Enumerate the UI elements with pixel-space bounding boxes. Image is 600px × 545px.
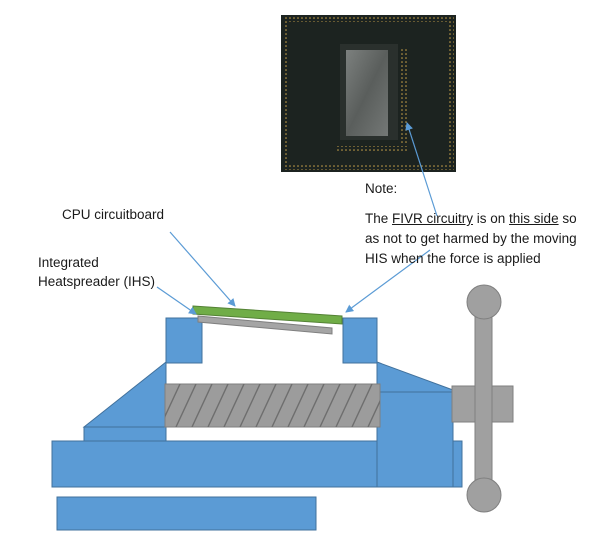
screw-threads (165, 384, 380, 427)
note-line1-suffix: so (558, 211, 577, 226)
right-jaw (342, 317, 378, 364)
note-this-side: this side (509, 211, 559, 226)
vise-base (56, 496, 317, 531)
handle-knob-top (466, 284, 502, 320)
handle-bar (474, 301, 493, 501)
note-line3: HIS when the force is applied (365, 251, 541, 266)
arrow-ihs (156, 286, 197, 315)
note-line1-prefix: The (365, 211, 393, 226)
cpu-pads-left (283, 22, 288, 165)
arrow-circuitboard (169, 231, 236, 307)
handle-knob-bottom (466, 477, 502, 513)
vise-screw (164, 383, 381, 428)
cpu-circuitboard-label: CPU circuitboard (62, 207, 165, 222)
cpu-pads-right (449, 22, 454, 165)
left-jaw-foot (83, 426, 167, 442)
right-jaw-brace (376, 318, 454, 393)
left-jaw (165, 317, 203, 364)
arrow-fivr-vise (345, 249, 431, 313)
right-jaw-block (376, 391, 454, 488)
ihs-label-line2: Heatspreader (IHS) (38, 274, 156, 289)
note-line2: as not to get harmed by the moving (365, 231, 577, 246)
ihs-plate (197, 315, 333, 335)
cpu-pads-top (283, 17, 454, 22)
note-line1: The FIVR circuitry is on this side so (365, 209, 577, 229)
vise (51, 317, 463, 531)
left-jaw-brace (82, 360, 167, 428)
arrow-fivr-cpu (405, 122, 438, 217)
note-title: Note: (365, 181, 398, 196)
cpu-lower-pads (337, 146, 407, 151)
cpu-die (346, 50, 388, 136)
note-line1-mid: is on (473, 211, 510, 226)
fivr-capacitors (400, 48, 409, 144)
vise-handle (451, 284, 514, 513)
cpu-pads-bottom (283, 165, 454, 170)
ihs-label-line1: Integrated (38, 255, 99, 270)
note-fivr-circuitry: FIVR circuitry (392, 211, 474, 226)
cpu-image (281, 15, 456, 172)
